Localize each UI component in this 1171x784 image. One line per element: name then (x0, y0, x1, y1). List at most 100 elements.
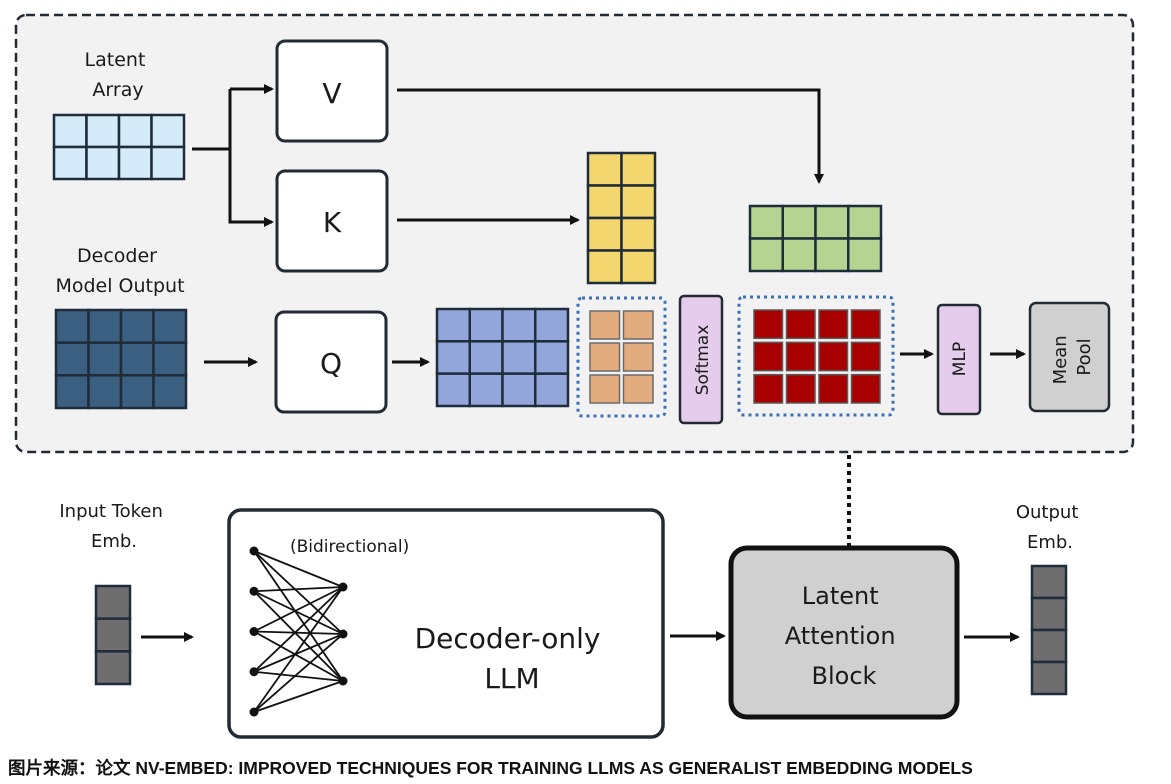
q-projection-box (274, 310, 388, 414)
matrix-cell (586, 151, 623, 187)
matrix-cell (150, 145, 186, 181)
mlp-box (936, 303, 982, 416)
output-embedding (1030, 564, 1068, 696)
output-emb-label: Output Emb. (1016, 502, 1084, 553)
matrix-cell (94, 650, 132, 686)
attention-output-group-border (737, 295, 895, 417)
matrix-cell (785, 309, 816, 340)
branch-to-k-arrow (228, 149, 274, 227)
matrix-cell (622, 310, 654, 340)
matrix-cell (54, 308, 90, 344)
matrix-cell (785, 341, 816, 372)
figure-caption: 图片来源：论文 NV-EMBED: IMPROVED TECHNIQUES FO… (8, 758, 973, 778)
network-edge (253, 550, 344, 682)
matrix-cell (85, 113, 121, 149)
matrix-cell (620, 249, 657, 285)
matrix-cell (589, 342, 621, 372)
matrix-cell (748, 237, 784, 273)
matrix-cell (814, 237, 850, 273)
matrix-cell (586, 184, 623, 220)
decoder-output-label: Decoder Model Output (55, 245, 184, 297)
matrix-cell (52, 113, 88, 149)
softmax-box (678, 294, 724, 425)
softmax-label: Softmax (693, 325, 713, 396)
matrix-cell (435, 340, 471, 375)
network-node (338, 676, 348, 686)
matrix-cell (622, 374, 654, 404)
decoder-output-matrix (54, 308, 188, 410)
network-edge (253, 586, 344, 713)
latent-attention-block (728, 545, 960, 720)
network-edge (253, 633, 344, 673)
matrix-cell (534, 340, 570, 375)
matrix-cell (818, 309, 849, 340)
bidirectional-note: (Bidirectional) (290, 537, 409, 557)
matrix-cell (753, 341, 784, 372)
network-edge (253, 670, 344, 682)
matrix-cell (847, 237, 883, 273)
matrix-cell (586, 216, 623, 252)
network-node (249, 546, 259, 556)
matrix-cell (152, 341, 188, 377)
matrix-cell (620, 151, 657, 187)
latent-array-label: Latent Array (85, 49, 152, 101)
matrix-cell (117, 145, 153, 181)
matrix-cell (589, 374, 621, 404)
matrix-cell (847, 204, 883, 240)
query-matrix (435, 307, 570, 408)
matrix-cell (119, 341, 155, 377)
network-edge (253, 550, 344, 588)
matrix-cell (152, 308, 188, 344)
matrix-cell (620, 216, 657, 252)
matrix-cell (534, 372, 570, 408)
matrix-cell (468, 340, 504, 375)
matrix-cell (117, 113, 153, 149)
value-matrix (748, 204, 883, 273)
network-node (249, 627, 259, 636)
matrix-cell (589, 310, 621, 340)
matrix-cell (94, 617, 132, 653)
matrix-cell (818, 373, 849, 404)
network-edge (253, 586, 344, 673)
matrix-cell (753, 373, 784, 404)
matrix-cell (87, 341, 123, 377)
matrix-cell (850, 309, 881, 340)
network-node (249, 667, 259, 677)
matrix-cell (534, 307, 570, 343)
network-edge (253, 680, 344, 713)
network-edge (253, 590, 344, 635)
matrix-cell (468, 307, 504, 343)
matrix-cell (54, 374, 90, 410)
network-edge (253, 586, 344, 633)
mlp-label: MLP (950, 342, 970, 376)
matrix-cell (468, 372, 504, 408)
v-projection-box (275, 39, 389, 143)
matrix-cell (435, 307, 471, 343)
network-node (249, 707, 259, 717)
matrix-cell (501, 372, 537, 408)
matrix-cell (1030, 660, 1068, 696)
matrix-cell (87, 374, 123, 410)
matrix-cell (620, 184, 657, 220)
q-label: Q (320, 347, 342, 380)
meanpool-label: Mean Pool (1050, 330, 1095, 385)
network-edge (253, 586, 344, 593)
input-token-emb-label: Input Token Emb. (59, 501, 168, 552)
matrix-cell (850, 341, 881, 372)
matrix-cell (1030, 564, 1068, 600)
v-label: V (322, 77, 341, 110)
matrix-cell (785, 373, 816, 404)
matrix-cell (85, 145, 121, 181)
meanpool-box (1028, 301, 1111, 413)
bidirectional-attention-network-icon (249, 546, 348, 717)
matrix-cell (501, 340, 537, 375)
attention-scores-group-border (576, 296, 667, 418)
matrix-cell (781, 237, 817, 273)
k-projection-box (275, 169, 389, 273)
matrix-cell (54, 341, 90, 377)
matrix-cell (501, 307, 537, 343)
matrix-cell (119, 308, 155, 344)
latent-array-matrix (52, 113, 186, 181)
matrix-cell (94, 584, 132, 620)
